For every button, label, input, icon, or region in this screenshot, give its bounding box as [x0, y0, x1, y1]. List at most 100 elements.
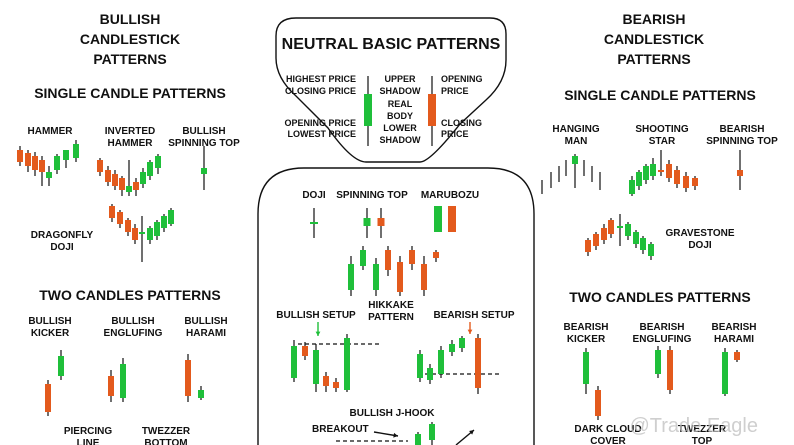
pattern-label: BULLISH SETUP: [276, 310, 356, 321]
candle-body: [409, 250, 415, 264]
candle-body: [417, 354, 423, 378]
pattern-label: BULLISH: [28, 316, 71, 327]
candle: [722, 348, 728, 396]
candle: [168, 208, 174, 226]
candle-body: [313, 350, 319, 384]
candle: [429, 422, 435, 445]
candle-body: [722, 352, 728, 394]
candle-body: [45, 384, 51, 412]
candle: [119, 176, 125, 196]
section-subtitle: SINGLE CANDLE PATTERNS: [34, 85, 226, 101]
candle: [585, 238, 591, 256]
section-heading: CANDLESTICK: [604, 31, 704, 47]
candle-body: [147, 228, 153, 240]
candle: [734, 350, 740, 362]
candle-body: [139, 232, 145, 234]
pattern-label: BEARISH: [719, 124, 764, 135]
anatomy-label: HIGHEST PRICE: [286, 74, 356, 84]
pattern-label: HARAMI: [714, 334, 754, 345]
candle: [648, 242, 654, 260]
candle: [323, 372, 329, 392]
candle: [132, 224, 138, 244]
candle: [348, 256, 354, 296]
candle: [373, 258, 379, 296]
candle-body: [601, 228, 607, 240]
candle: [32, 152, 38, 176]
candle: [17, 146, 23, 166]
pattern-label: KICKER: [567, 334, 606, 345]
candle-body: [97, 160, 103, 172]
candle: [73, 140, 79, 162]
candle-body: [429, 424, 435, 440]
candle: [126, 160, 132, 196]
candle-body: [120, 364, 126, 398]
candle: [459, 336, 465, 352]
candle-body: [475, 338, 481, 388]
pattern-label: BULLISH: [182, 126, 225, 137]
section-subtitle: TWO CANDLES PATTERNS: [569, 289, 750, 305]
candle: [108, 370, 114, 402]
pattern-label: DOJI: [50, 242, 74, 253]
candle: [155, 154, 161, 174]
candle-body: [363, 218, 371, 226]
pattern-label: KICKER: [31, 328, 70, 339]
candle-body: [585, 240, 591, 252]
candle: [636, 170, 642, 190]
candle: [201, 146, 207, 190]
pattern-label: BEARISH: [639, 322, 684, 333]
candle-body: [291, 346, 297, 378]
candle: [415, 432, 421, 445]
candle: [438, 346, 444, 378]
candle: [63, 150, 69, 168]
pattern-label: INVERTED: [105, 126, 156, 137]
candle-body: [658, 170, 664, 172]
candle-body: [364, 94, 372, 126]
candle-body: [147, 162, 153, 176]
candle-body: [344, 338, 350, 390]
candle: [139, 216, 145, 262]
candle: [112, 170, 118, 190]
pattern-label: BULLISH: [184, 316, 227, 327]
candle-body: [636, 172, 642, 186]
pattern-label: BOTTOM: [144, 438, 187, 445]
candle-body: [360, 250, 366, 266]
candle: [593, 232, 599, 250]
candle-body: [185, 360, 191, 396]
candle: [421, 256, 427, 296]
candle-body: [734, 352, 740, 360]
candle-body: [421, 264, 427, 290]
candle-body: [415, 434, 421, 445]
candle: [302, 342, 308, 360]
candle: [161, 214, 167, 232]
candle-body: [633, 232, 639, 244]
pattern-label: HARAMI: [186, 328, 226, 339]
candle-body: [650, 164, 656, 176]
candle-body: [323, 376, 329, 386]
pattern-label: MARUBOZU: [421, 190, 479, 201]
candle-body: [648, 244, 654, 256]
candle: [427, 364, 433, 384]
candle-body: [629, 180, 635, 194]
pattern-label: BREAKOUT: [312, 424, 369, 435]
pattern-label: SPINNING TOP: [336, 190, 408, 201]
candle: [364, 76, 372, 146]
candle-body: [640, 238, 646, 250]
pattern-label: HANGING: [552, 124, 599, 135]
candle-body: [593, 234, 599, 246]
candle: [109, 204, 115, 222]
candle-body: [655, 350, 661, 374]
candle-body: [683, 176, 689, 188]
candle: [449, 340, 455, 356]
candle: [147, 226, 153, 244]
candle-body: [117, 212, 123, 224]
candle: [333, 378, 339, 392]
pattern-label: PATTERN: [368, 312, 414, 323]
candle-body: [58, 356, 64, 376]
candle: [120, 358, 126, 402]
candle: [185, 354, 191, 402]
candle: [39, 156, 45, 186]
candle-body: [373, 264, 379, 290]
section-subtitle: TWO CANDLES PATTERNS: [39, 287, 220, 303]
candle: [595, 386, 601, 420]
